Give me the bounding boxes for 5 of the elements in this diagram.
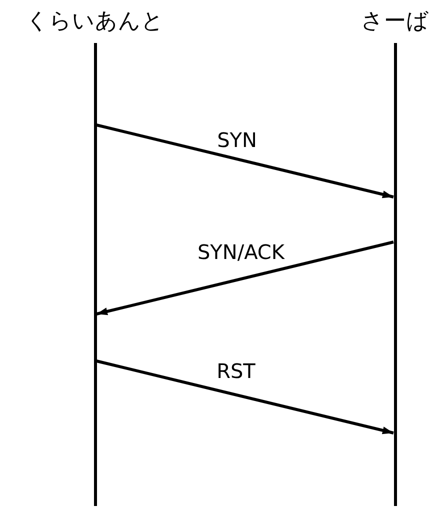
participant-name: さーば [361,8,429,36]
message-arrow [96,360,394,434]
message-arrow [96,240,394,316]
message-arrow [96,124,394,198]
participant-name: くらいあんと [26,8,164,36]
